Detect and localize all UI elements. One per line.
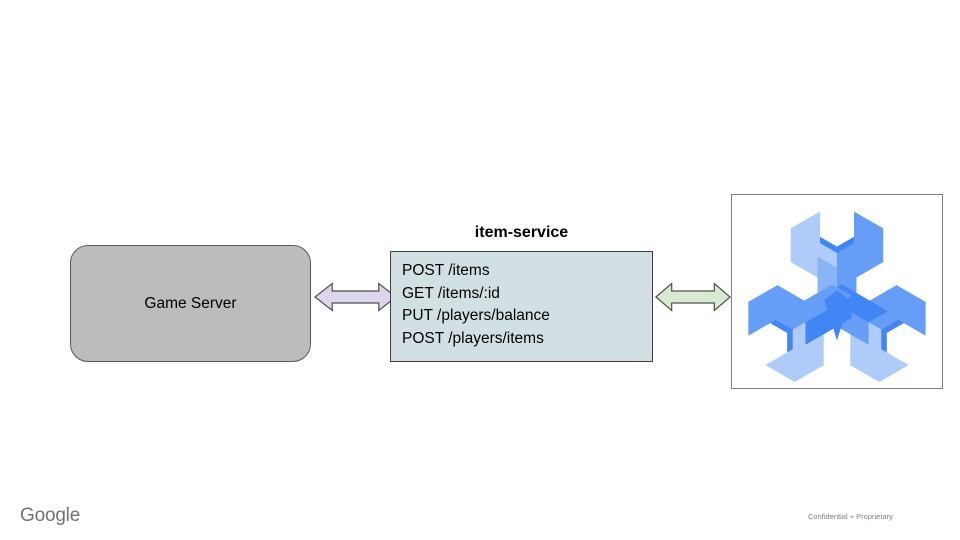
wrench-notch bbox=[820, 199, 854, 247]
endpoint-post-player-items: POST /players/items bbox=[402, 329, 544, 347]
wrench-notch bbox=[886, 323, 938, 376]
wrench-notch-inner bbox=[820, 236, 854, 253]
bidirectional-arrow-left[interactable] bbox=[314, 282, 397, 312]
game-server-node[interactable]: Game Server bbox=[70, 245, 311, 362]
bidirectional-arrow-right[interactable] bbox=[655, 282, 731, 312]
cloud-spanner-image-frame[interactable] bbox=[731, 194, 943, 389]
endpoint-put-balance: PUT /players/balance bbox=[402, 307, 550, 324]
wrench-notch bbox=[736, 323, 788, 376]
google-logo: Google bbox=[20, 505, 81, 526]
wrench-arm-up bbox=[790, 199, 884, 321]
wrench-notch-inner bbox=[770, 319, 793, 353]
game-server-label: Game Server bbox=[144, 294, 237, 312]
endpoint-post-items: POST /items bbox=[402, 262, 490, 279]
confidential-note: Confidential + Proprietary bbox=[808, 512, 893, 521]
wrench-notch-inner bbox=[881, 319, 904, 353]
wrench-hub bbox=[824, 290, 850, 341]
wrench-arm-lower-right bbox=[736, 284, 852, 383]
cloud-spanner-icon bbox=[736, 199, 938, 383]
item-service-title: item-service bbox=[474, 224, 569, 241]
item-service-node[interactable]: POST /items GET /items/:id PUT /players/… bbox=[390, 251, 653, 362]
double-arrow-shape bbox=[656, 284, 730, 311]
endpoint-get-item: GET /items/:id bbox=[402, 284, 500, 302]
double-arrow-shape bbox=[315, 284, 396, 311]
